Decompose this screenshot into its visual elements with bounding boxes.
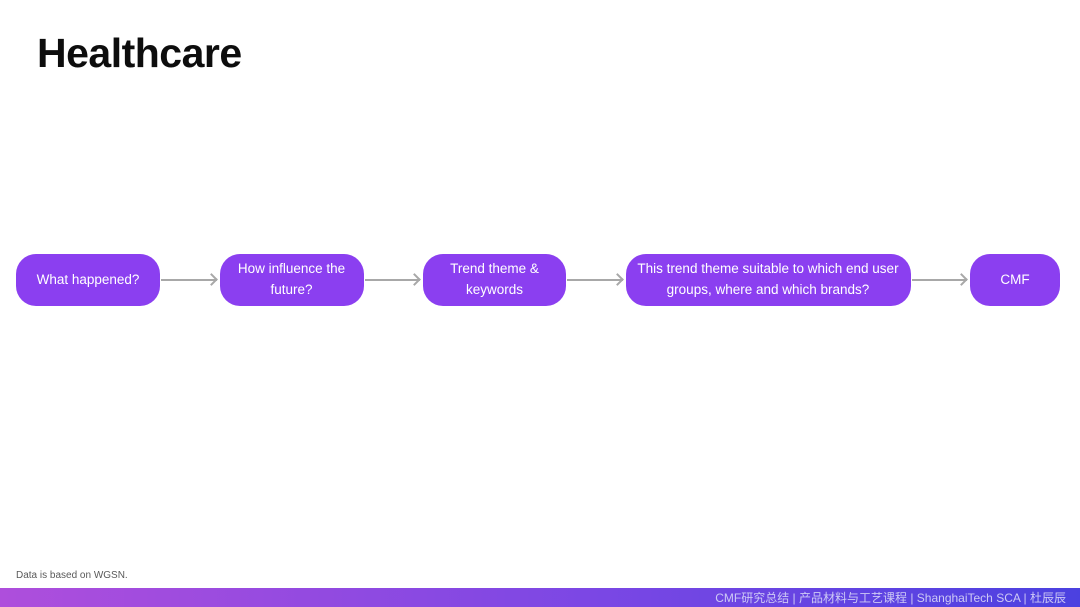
page-title: Healthcare — [37, 30, 242, 76]
flow-node-label: CMF — [1000, 271, 1030, 287]
arrow-head-icon — [408, 273, 421, 286]
flow-arrow — [911, 270, 971, 290]
data-source-footnote: Data is based on WGSN. — [16, 570, 128, 581]
flow-node-user-groups-brands: This trend theme suitable to which end u… — [625, 254, 911, 306]
arrow-line — [161, 279, 217, 281]
flow-arrow — [566, 270, 626, 290]
flow-diagram: What happened? How influence the future?… — [0, 254, 1080, 306]
arrow-line — [911, 279, 967, 281]
flow-node-label: What happened? — [36, 271, 140, 287]
flow-node-label: This trend theme suitable to which end u… — [637, 261, 899, 297]
flow-node-what-happened: What happened? — [16, 254, 160, 306]
arrow-line — [364, 279, 420, 281]
footer-credit: CMF研究总结 | 产品材料与工艺课程 | ShanghaiTech SCA |… — [715, 591, 1066, 605]
flow-node-trend-theme-keywords: Trend theme & keywords — [423, 254, 566, 306]
flow-node-cmf: CMF — [970, 254, 1060, 306]
footer-bar: CMF研究总结 | 产品材料与工艺课程 | ShanghaiTech SCA |… — [0, 588, 1080, 607]
flow-arrow — [364, 270, 424, 290]
arrow-line — [567, 279, 623, 281]
flow-node-label: Trend theme & keywords — [450, 261, 539, 297]
flow-node-label: How influence the future? — [237, 261, 346, 297]
flow-arrow — [160, 270, 220, 290]
flow-node-how-influence-future: How influence the future? — [219, 254, 364, 306]
arrow-head-icon — [204, 273, 218, 286]
arrow-head-icon — [610, 273, 624, 286]
arrow-head-icon — [955, 273, 968, 286]
